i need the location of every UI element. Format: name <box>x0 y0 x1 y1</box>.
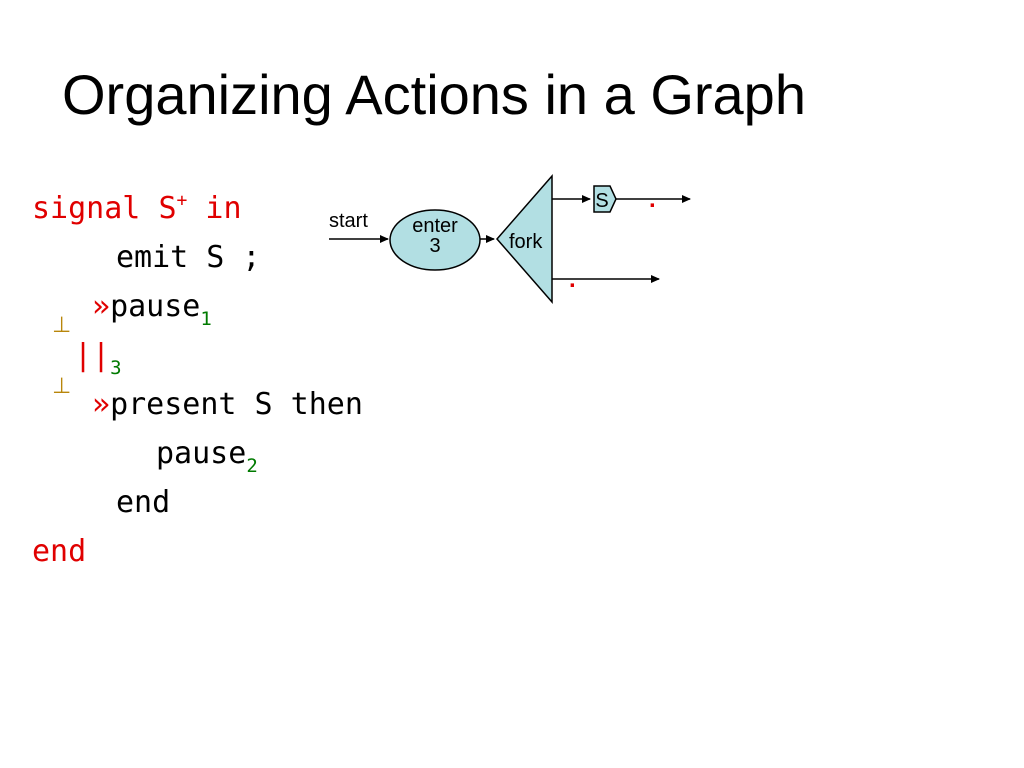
in-keyword: in <box>205 191 242 226</box>
signal-keyword: signal <box>32 191 141 226</box>
code-line-signal: signal S+ in <box>32 190 242 231</box>
bottom-symbol-1: ⊥ <box>52 313 72 338</box>
present-marker: » <box>92 387 111 422</box>
enter-node-number: 3 <box>429 235 440 257</box>
pause1-marker: » <box>92 289 111 324</box>
bottom-symbol-2: ⊥ <box>52 374 72 399</box>
enter-node-label: enter <box>412 215 458 237</box>
start-label: start <box>329 210 368 232</box>
parallel-subscript: 3 <box>110 357 122 379</box>
parallel-bars: || <box>74 338 111 373</box>
lower-dot: . <box>569 266 576 293</box>
signal-node <box>593 185 617 213</box>
signal-dot: . <box>649 186 656 213</box>
enter-node <box>389 209 481 271</box>
signal-node-label: S <box>595 190 608 212</box>
pause1-subscript: 1 <box>200 308 212 330</box>
signal-superscript: + <box>176 190 188 211</box>
pause2-subscript: 2 <box>246 455 258 477</box>
code-line-pause1: »pause1 <box>92 289 212 330</box>
fork-node <box>496 174 553 304</box>
signal-name: S <box>158 191 177 226</box>
code-line-pause2: pause2 <box>156 436 258 477</box>
code-line-parallel: ||3 <box>74 338 122 379</box>
code-line-inner-end: end <box>116 485 171 520</box>
present-text: present S then <box>110 387 363 422</box>
code-line-outer-end: end <box>32 534 87 569</box>
code-line-present: »present S then <box>92 387 363 423</box>
fork-node-label: fork <box>509 231 543 253</box>
pause2-text: pause <box>156 436 247 471</box>
pause1-text: pause <box>110 289 201 324</box>
slide-title: Organizing Actions in a Graph <box>62 63 806 126</box>
code-line-emit: emit S ; <box>116 240 261 275</box>
